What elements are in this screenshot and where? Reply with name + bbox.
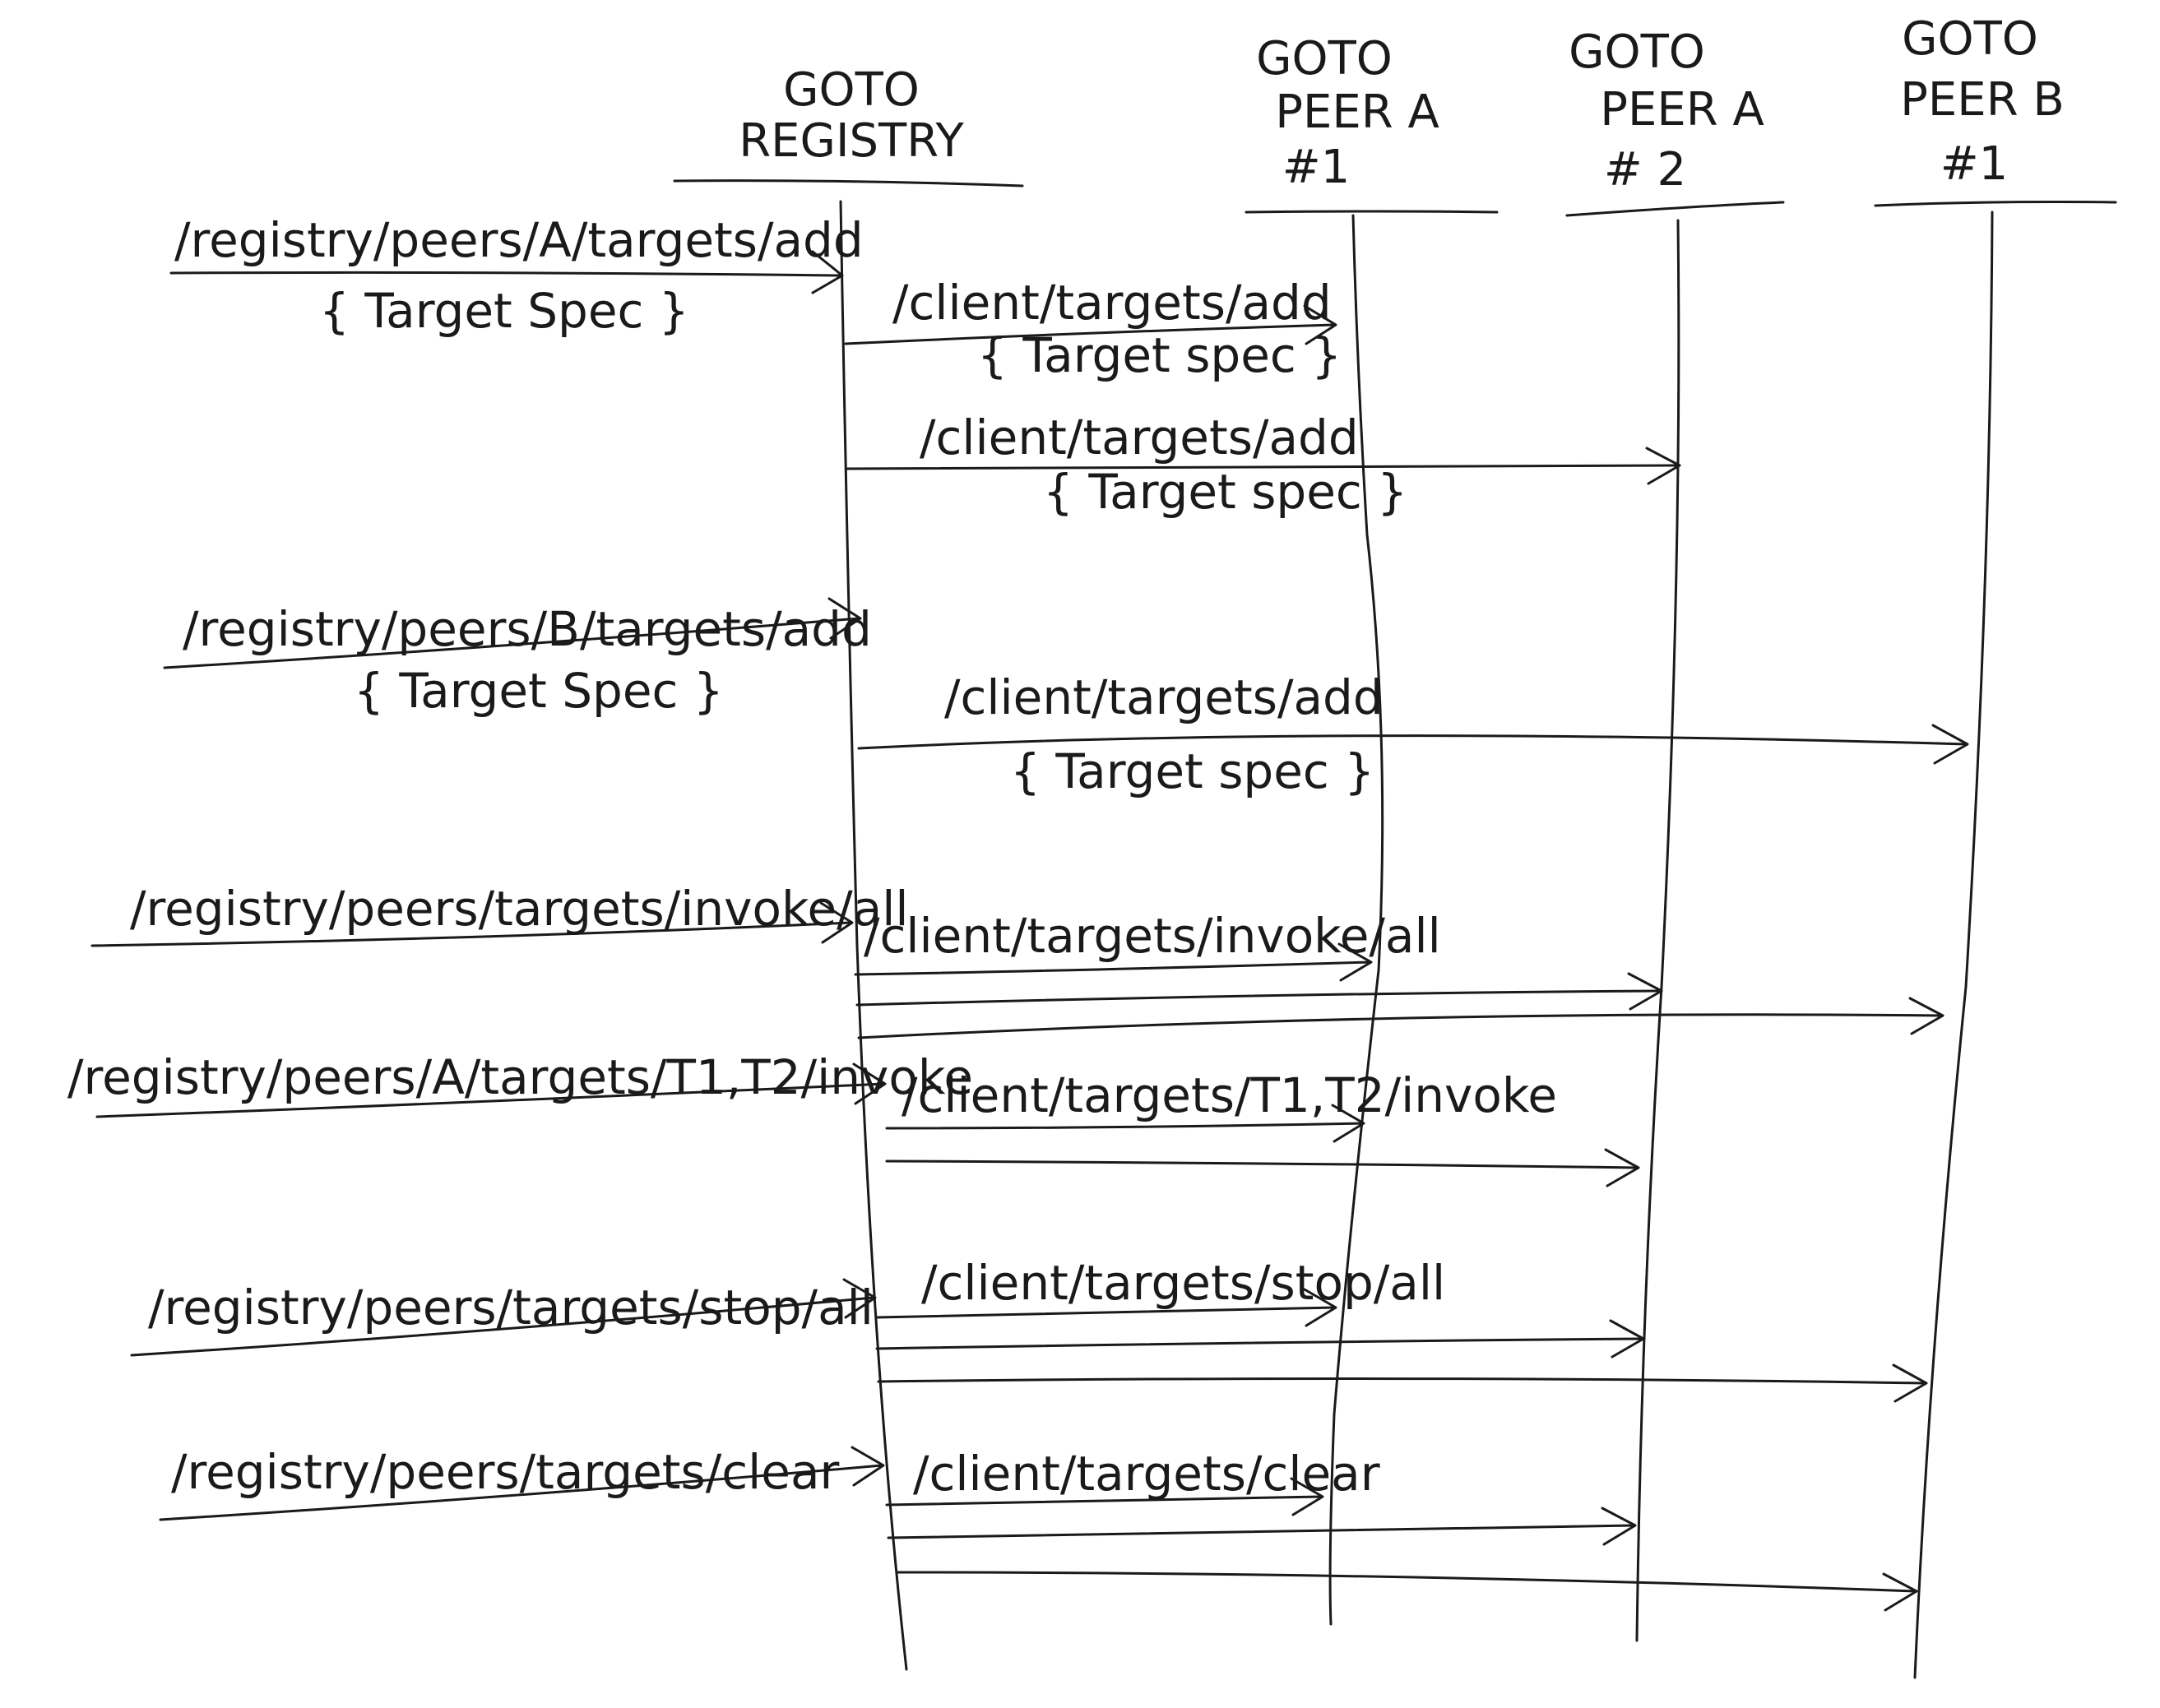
peer-call-5-arrow-a2 (885, 1159, 1639, 1169)
peer-call-5-arrowhead-a2 (1604, 1148, 1640, 1187)
participant-peer-b-1-underline (1874, 201, 2117, 207)
client-call-1-sublabel: { Target Spec } (319, 283, 689, 339)
peer-call-4-arrow-a2 (855, 989, 1662, 1007)
client-call-5-arrow (130, 1296, 875, 1357)
peer-call-3-arrowhead (1931, 724, 1969, 765)
peer-call-4: /client/targets/invoke/all (854, 908, 1944, 1039)
peer-call-6-arrow-a2 (875, 1337, 1643, 1350)
peer-call-4-arrowhead-a2 (1627, 972, 1663, 1011)
participant-peer-a-2: GOTO PEER A # 2 (1565, 25, 1785, 217)
peer-call-6-label: /client/targets/stop/all (921, 1255, 1445, 1311)
peer-call-3-arrow (857, 734, 1968, 750)
participant-peer-b-1-line1: GOTO (1902, 12, 2038, 66)
peer-call-1-sublabel: { Target spec } (977, 327, 1342, 383)
participant-peer-a-2-line1: GOTO (1569, 25, 1705, 79)
peer-call-4-arrow-a1 (854, 960, 1371, 976)
peer-call-5: /client/targets/T1,T2/invoke (885, 1067, 1640, 1187)
client-call-6-arrowhead (851, 1446, 885, 1487)
client-call-4: /registry/peers/A/targets/T1,T2/invoke (67, 1049, 973, 1118)
peer-call-6-arrowhead-a2 (1609, 1319, 1645, 1359)
peer-call-7-arrow-b1 (895, 1571, 1917, 1593)
participant-peer-b-1-line2: PEER B (1900, 73, 2065, 127)
participant-peer-a-1-line1: GOTO (1256, 32, 1393, 86)
client-call-1-arrowhead (811, 250, 844, 294)
client-call-1-label: /registry/peers/A/targets/add (174, 212, 864, 268)
client-call-2-label: /registry/peers/B/targets/add (183, 601, 872, 657)
peer-call-6-arrow-a1 (875, 1306, 1336, 1319)
participant-registry-line2: REGISTRY (739, 114, 964, 168)
peer-call-7-label: /client/targets/clear (913, 1446, 1380, 1502)
client-call-6-label: /registry/peers/targets/clear (171, 1444, 840, 1500)
client-call-6: /registry/peers/targets/clear (159, 1444, 885, 1521)
peer-call-4-label: /client/targets/invoke/all (864, 908, 1441, 964)
lifeline-peer-b-1 (1913, 211, 1994, 1679)
peer-call-5-arrow-a1 (885, 1122, 1364, 1130)
peer-call-4-arrowhead-a1 (1337, 942, 1373, 982)
peer-call-7: /client/targets/clear (885, 1446, 1918, 1612)
peer-call-2-arrowhead (1645, 447, 1681, 485)
client-call-4-arrow (95, 1082, 885, 1118)
peer-call-7-arrow-a1 (885, 1495, 1323, 1507)
peer-call-3-sublabel: { Target spec } (1010, 743, 1374, 799)
lifeline-registry (839, 200, 908, 1671)
client-call-1: /registry/peers/A/targets/add { Target S… (169, 212, 864, 339)
peer-call-3-label: /client/targets/add (944, 669, 1384, 725)
peer-call-7-arrowhead-b1 (1882, 1572, 1918, 1612)
participant-peer-b-1: GOTO PEER B #1 (1874, 12, 2117, 207)
peer-call-7-arrow-a2 (887, 1524, 1635, 1539)
peer-call-2-arrow (846, 464, 1680, 470)
client-call-3-arrowhead (819, 901, 854, 944)
peer-call-4-arrow-b1 (857, 1013, 1943, 1039)
peer-call-1-label: /client/targets/add (892, 275, 1332, 331)
client-call-3: /registry/peers/targets/invoke/all (90, 881, 909, 947)
client-call-2-arrowhead (827, 597, 862, 640)
peer-call-1-arrowhead (1303, 304, 1337, 345)
peer-call-4-arrowhead-b1 (1908, 997, 1944, 1035)
client-call-5: /registry/peers/targets/stop/all (130, 1278, 877, 1357)
peer-call-7-arrowhead-a1 (1290, 1477, 1324, 1516)
peer-call-1-arrow (844, 323, 1336, 345)
participant-peer-a-1-line2: PEER A (1275, 86, 1439, 139)
lifeline-peer-a-2 (1635, 219, 1680, 1642)
peer-call-2-label: /client/targets/add (920, 410, 1359, 465)
peer-call-5-arrowhead-a1 (1331, 1104, 1365, 1143)
participant-registry: GOTO REGISTRY (673, 63, 1024, 187)
peer-call-2-sublabel: { Target spec } (1043, 464, 1407, 520)
participant-peer-a-2-underline (1565, 201, 1785, 217)
client-call-3-arrow (90, 921, 852, 947)
peer-call-3: /client/targets/add { Target spec } (857, 669, 1969, 799)
client-call-4-label: /registry/peers/A/targets/T1,T2/invoke (67, 1049, 973, 1105)
participant-peer-b-1-line3: #1 (1940, 137, 2009, 191)
lifeline-peer-a-1 (1328, 214, 1384, 1626)
client-call-1-arrow (169, 271, 842, 277)
participant-registry-underline (673, 179, 1024, 187)
participant-peer-a-1: GOTO PEER A #1 (1245, 32, 1499, 214)
client-call-5-label: /registry/peers/targets/stop/all (148, 1280, 874, 1335)
peer-call-6-arrowhead-a1 (1303, 1288, 1337, 1327)
peer-call-7-arrowhead-a2 (1601, 1507, 1637, 1546)
client-call-6-arrow (159, 1464, 883, 1521)
client-call-4-arrowhead (852, 1062, 887, 1105)
peer-call-1: /client/targets/add { Target spec } (844, 275, 1342, 383)
client-call-2: /registry/peers/B/targets/add { Target S… (163, 597, 872, 719)
participant-peer-a-2-line2: PEER A (1600, 83, 1764, 137)
peer-call-5-label: /client/targets/T1,T2/invoke (902, 1067, 1557, 1123)
client-call-3-label: /registry/peers/targets/invoke/all (130, 881, 909, 937)
client-call-5-arrowhead (842, 1278, 877, 1319)
participant-peer-a-2-line3: # 2 (1604, 143, 1686, 197)
participant-peer-a-1-underline (1245, 210, 1499, 214)
peer-call-2: /client/targets/add { Target spec } (846, 410, 1681, 520)
peer-call-6: /client/targets/stop/all (875, 1255, 1928, 1403)
client-call-2-arrow (163, 617, 860, 669)
peer-call-6-arrow-b1 (877, 1377, 1926, 1385)
client-call-2-sublabel: { Target Spec } (354, 663, 724, 719)
peer-call-6-arrowhead-b1 (1892, 1363, 1928, 1403)
participant-registry-line1: GOTO (783, 63, 920, 117)
participant-peer-a-1-line3: #1 (1282, 141, 1351, 194)
